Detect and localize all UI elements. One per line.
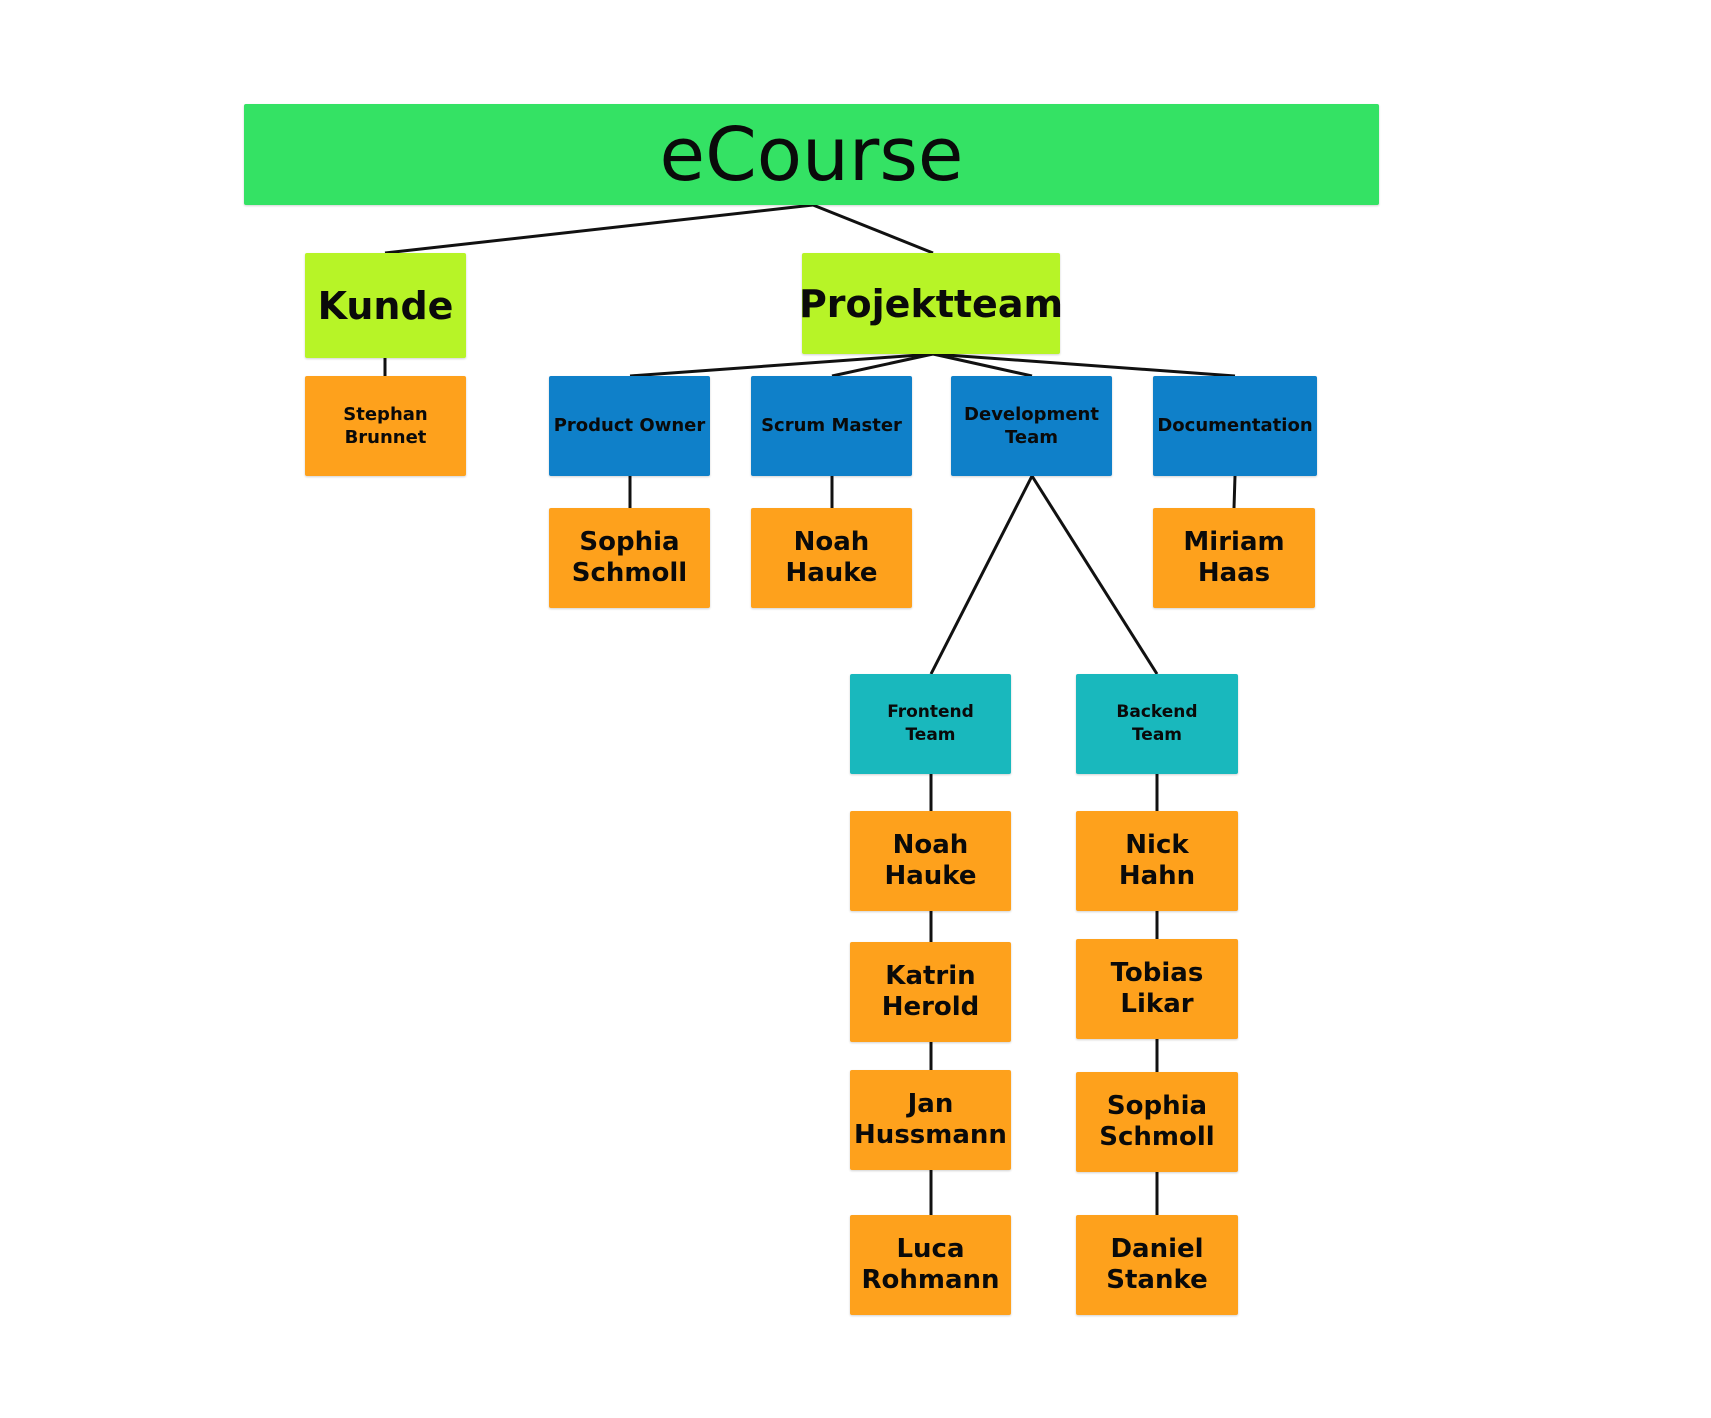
role-documentation: Documentation <box>1153 376 1317 476</box>
connector-projektteam-scrum-master <box>831 352 934 378</box>
role-development-team: Development Team <box>951 376 1112 476</box>
frontend-member-name: Katrin Herold <box>881 960 980 1022</box>
product-owner-member-node: Sophia Schmoll <box>549 508 710 608</box>
backend-member-name: Sophia Schmoll <box>1099 1090 1215 1152</box>
role-product-owner: Product Owner <box>549 376 710 476</box>
backend-member-node: Tobias Likar <box>1076 939 1238 1039</box>
kunde-node: Kunde <box>305 253 466 358</box>
scrum-master-member-name: Noah Hauke <box>785 526 878 588</box>
documentation-member-name: Miriam Haas <box>1183 526 1285 588</box>
connector-documentation-member <box>1232 475 1237 509</box>
connector-projektteam-documentation <box>932 352 1236 378</box>
frontend-member-name: Noah Hauke <box>884 829 977 891</box>
backend-member-name: Tobias Likar <box>1110 957 1204 1019</box>
product-owner-member-name: Sophia Schmoll <box>571 526 688 588</box>
role-scrum-master-label: Scrum Master <box>761 415 902 437</box>
subteam-frontend-label: Frontend Team <box>887 702 974 745</box>
frontend-member-node: Noah Hauke <box>850 811 1011 911</box>
backend-member-name: Nick Hahn <box>1118 829 1196 891</box>
root-node: eCourse <box>244 104 1379 205</box>
connector-projektteam-product-owner <box>629 352 934 378</box>
connector-projektteam-development-team <box>932 352 1033 378</box>
scrum-master-member-node: Noah Hauke <box>751 508 912 608</box>
subteam-backend: Backend Team <box>1076 674 1238 774</box>
connector-root-projektteam <box>812 203 934 255</box>
role-development-team-label: Development Team <box>964 403 1099 448</box>
backend-member-node: Sophia Schmoll <box>1076 1072 1238 1172</box>
frontend-member-name: Luca Rohmann <box>861 1233 1000 1295</box>
frontend-member-node: Jan Hussmann <box>850 1070 1011 1170</box>
backend-member-name: Daniel Stanke <box>1106 1233 1208 1295</box>
frontend-member-name: Jan Hussmann <box>854 1088 1007 1150</box>
backend-member-node: Nick Hahn <box>1076 811 1238 911</box>
kunde-label: Kunde <box>317 283 454 328</box>
role-product-owner-label: Product Owner <box>553 415 706 437</box>
projektteam-label: Projektteam <box>798 281 1064 326</box>
connector-development-backend <box>1030 475 1159 675</box>
kunde-member-node: Stephan Brunnet <box>305 376 466 476</box>
root-label: eCourse <box>659 111 964 198</box>
projektteam-node: Projektteam <box>798 253 1064 354</box>
kunde-member-name: Stephan Brunnet <box>343 403 428 448</box>
role-documentation-label: Documentation <box>1157 415 1313 437</box>
connector-root-kunde <box>384 203 814 255</box>
role-scrum-master: Scrum Master <box>751 376 912 476</box>
connector-development-frontend <box>929 475 1034 675</box>
frontend-member-node: Katrin Herold <box>850 942 1011 1042</box>
documentation-member-node: Miriam Haas <box>1153 508 1315 608</box>
subteam-backend-label: Backend Team <box>1116 702 1198 745</box>
frontend-member-node: Luca Rohmann <box>850 1215 1011 1315</box>
subteam-frontend: Frontend Team <box>850 674 1011 774</box>
backend-member-node: Daniel Stanke <box>1076 1215 1238 1315</box>
